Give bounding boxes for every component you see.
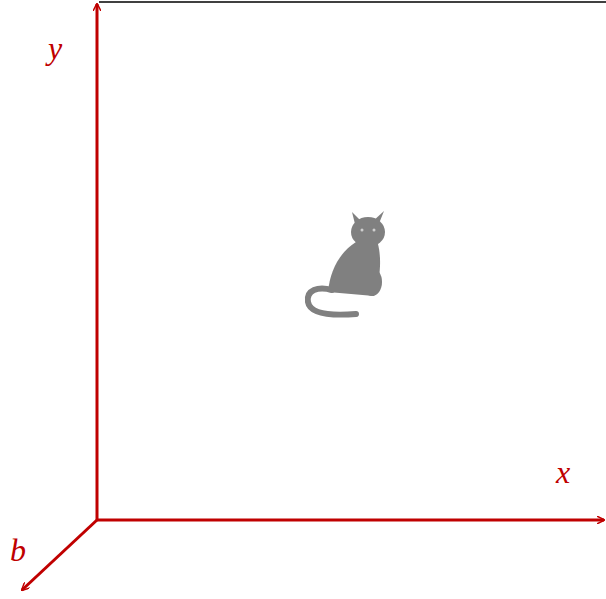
y-axis-label: y: [48, 32, 62, 64]
y-axis: [96, 4, 99, 520]
frame-line: [99, 1, 606, 3]
b-axis-label: b: [10, 534, 26, 566]
b-axis: [22, 520, 97, 590]
x-axis-label: x: [556, 456, 570, 488]
x-axis: [97, 519, 604, 522]
cat-figure: [308, 211, 385, 315]
